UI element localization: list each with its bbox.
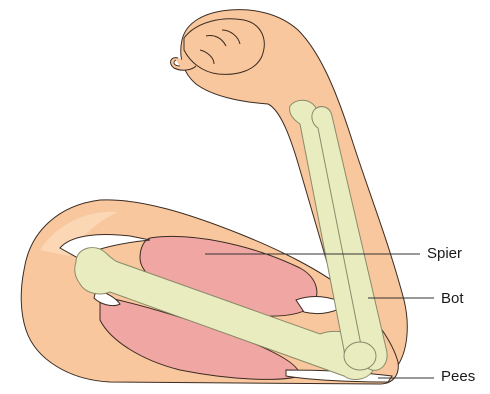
fist bbox=[171, 19, 265, 75]
tendon-label: Pees bbox=[441, 369, 475, 384]
elbow-joint bbox=[344, 342, 376, 370]
muscle-label: Spier bbox=[427, 246, 462, 261]
bone-label: Bot bbox=[441, 291, 464, 306]
